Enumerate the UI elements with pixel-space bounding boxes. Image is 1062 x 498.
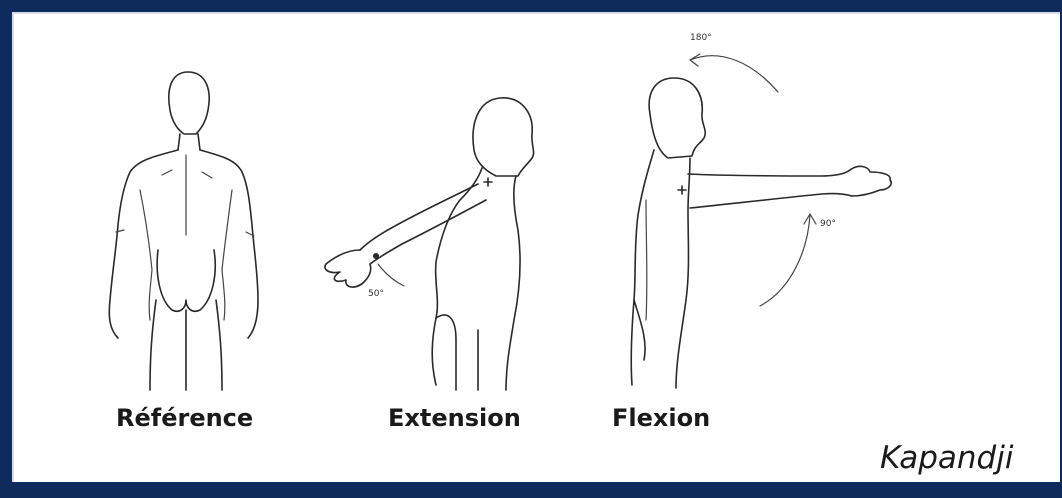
extension-front (506, 176, 520, 390)
source-credit: Kapandji (880, 440, 1013, 476)
reference-elbow-marks (116, 230, 254, 236)
reference-arm-left-inner (140, 190, 152, 320)
flexion-caption: Flexion (612, 404, 710, 432)
flexion-shoulder-marker (678, 186, 686, 194)
flexion-arm-upper (688, 170, 850, 176)
extension-hand (325, 250, 371, 287)
flexion-angle-90-label: 90° (820, 219, 836, 229)
extension-angle-arc (378, 264, 404, 286)
reference-torso-right (200, 150, 258, 338)
reference-arm-right-inner (222, 190, 232, 320)
extension-figure: 50° (325, 98, 534, 390)
flexion-back (631, 150, 654, 385)
reference-caption: Référence (116, 404, 253, 432)
reference-neck (178, 134, 200, 150)
extension-arm-upper (360, 184, 478, 250)
flexion-figure: 180° 90° (631, 33, 891, 388)
extension-caption: Extension (388, 404, 521, 432)
extension-angle-label: 50° (368, 289, 384, 299)
reference-head (169, 72, 209, 134)
flexion-head (649, 78, 705, 158)
flexion-angle-180-label: 180° (690, 33, 712, 43)
flexion-front (676, 158, 690, 388)
flexion-buttock (634, 300, 645, 360)
reference-legs (150, 300, 222, 390)
flexion-torso-inner (646, 200, 647, 320)
extension-legs (436, 315, 478, 390)
flexion-arm-lower (690, 194, 852, 208)
reference-torso-left (109, 150, 178, 338)
flexion-arc-90 (760, 214, 810, 306)
reference-buttocks (157, 250, 215, 311)
flexion-arc-180 (690, 56, 778, 92)
extension-back (432, 168, 482, 385)
reference-figure (109, 72, 258, 390)
extension-shoulder-marker (484, 178, 492, 186)
extension-wrist-dot (373, 253, 379, 259)
reference-shoulder-marks (162, 170, 212, 178)
flexion-hand (850, 166, 891, 196)
extension-head (473, 98, 534, 176)
